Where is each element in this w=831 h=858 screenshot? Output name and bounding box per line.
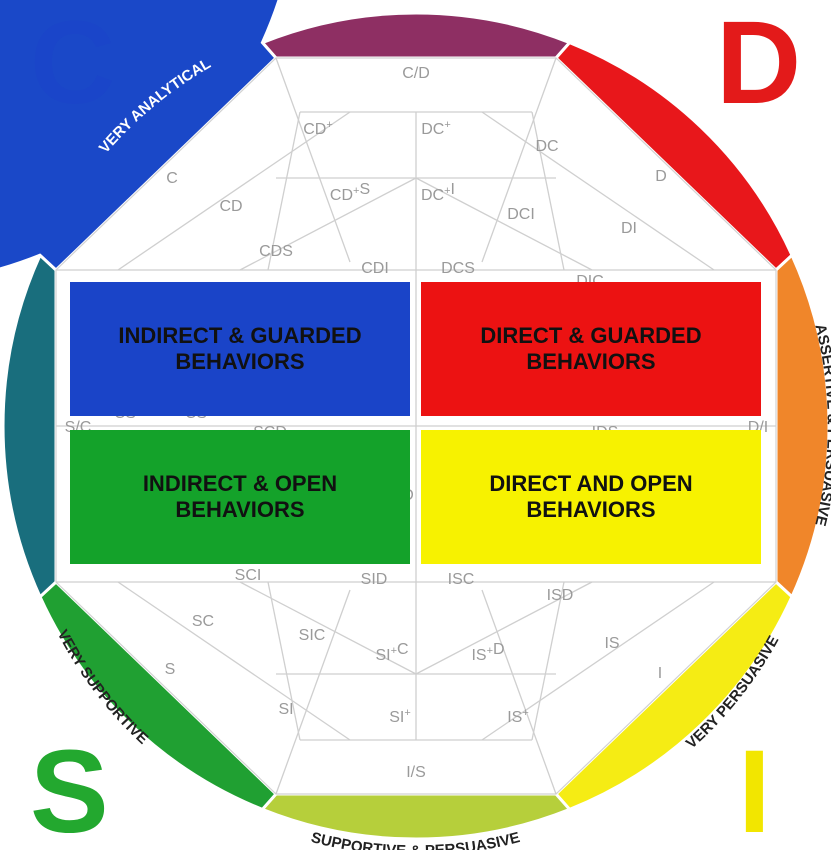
grid-label: SIC xyxy=(299,627,326,644)
rim-segment-upper-left xyxy=(0,0,281,273)
grid-label: S xyxy=(165,661,176,678)
corner-letter-c: C xyxy=(30,0,116,129)
grid-label: SCI xyxy=(235,567,262,584)
corner-letter-s: S xyxy=(30,726,109,858)
grid-label: SC xyxy=(192,613,214,630)
grid-label: ISC xyxy=(448,571,475,588)
grid-label: CDS xyxy=(259,243,293,260)
grid-label: IS+D xyxy=(471,641,504,664)
grid-lines xyxy=(56,57,776,795)
rim-segment-bottom xyxy=(259,792,573,841)
grid-label: DI xyxy=(621,220,637,237)
grid-label: CD xyxy=(219,198,242,215)
rim-segment-top xyxy=(259,11,573,60)
grid-label: I xyxy=(658,665,662,682)
grid-label: DC+ xyxy=(421,119,451,138)
grid-label: IS+ xyxy=(507,707,529,726)
grid-label: I/S xyxy=(406,764,426,781)
grid-label: ISD xyxy=(547,587,574,604)
grid-label: CD+ xyxy=(303,119,333,138)
grid-label: DC+I xyxy=(421,181,455,204)
quadrant-indirect-open-label: INDIRECT & OPEN BEHAVIORS xyxy=(142,470,338,522)
quadrant-indirect-open: INDIRECT & OPEN BEHAVIORS xyxy=(70,430,410,564)
rim-label-top: ANALYTICAL & ASSERTIVE xyxy=(314,0,516,4)
rim-segment-left xyxy=(1,252,58,600)
grid-label: SID xyxy=(361,571,388,588)
quadrant-indirect-guarded-label: INDIRECT & GUARDED BEHAVIORS xyxy=(118,322,362,374)
quadrant-direct-open-label: DIRECT AND OPEN BEHAVIORS xyxy=(489,470,693,522)
rim-segment-right xyxy=(774,252,831,600)
grid-label: DCI xyxy=(507,206,535,223)
corner-letter-i: I xyxy=(738,726,771,858)
grid-label: C xyxy=(166,170,178,187)
quadrant-direct-open: DIRECT AND OPEN BEHAVIORS xyxy=(421,430,761,564)
corner-letter-d: D xyxy=(716,0,802,129)
grid-label: SI+C xyxy=(375,641,408,664)
quadrant-direct-guarded: DIRECT & GUARDED BEHAVIORS xyxy=(421,282,761,416)
grid-label: SI xyxy=(278,701,293,718)
grid-label: IS xyxy=(604,635,619,652)
quadrant-direct-guarded-label: DIRECT & GUARDED BEHAVIORS xyxy=(480,322,702,374)
quadrant-indirect-guarded: INDIRECT & GUARDED BEHAVIORS xyxy=(70,282,410,416)
grid-label: DC xyxy=(535,138,558,155)
grid-label: CDI xyxy=(361,260,389,277)
grid-label: SI+ xyxy=(389,707,411,726)
grid-label: D xyxy=(655,168,667,185)
grid-label: C/D xyxy=(402,65,430,82)
grid-label: CD+S xyxy=(330,181,370,204)
grid-label: DCS xyxy=(441,260,475,277)
